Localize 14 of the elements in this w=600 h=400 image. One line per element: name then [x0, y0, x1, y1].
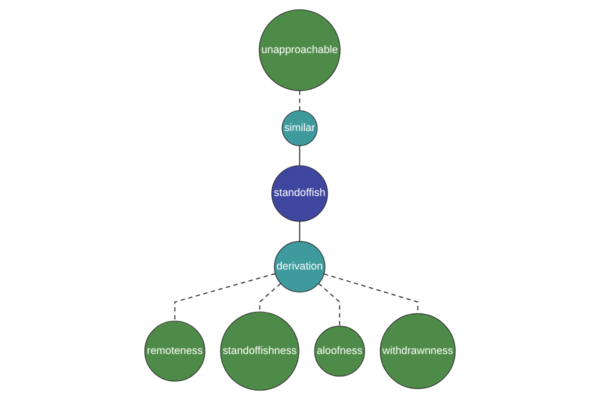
connector	[174, 273, 276, 322]
node-circle: standoffish	[271, 165, 328, 222]
connector	[299, 220, 300, 242]
node-circle: remoteness	[144, 320, 206, 382]
connector	[318, 282, 340, 327]
node-circle: withdrawnness	[380, 313, 456, 389]
node-circle: unapproachable	[258, 9, 340, 91]
node-circle: derivation	[274, 241, 326, 292]
node-circle: similar	[282, 110, 318, 146]
connector	[259, 282, 282, 312]
connector	[299, 90, 300, 112]
node-circle: aloofness	[314, 326, 365, 376]
node-circle: standoffishness	[220, 312, 300, 391]
connector	[299, 145, 300, 166]
